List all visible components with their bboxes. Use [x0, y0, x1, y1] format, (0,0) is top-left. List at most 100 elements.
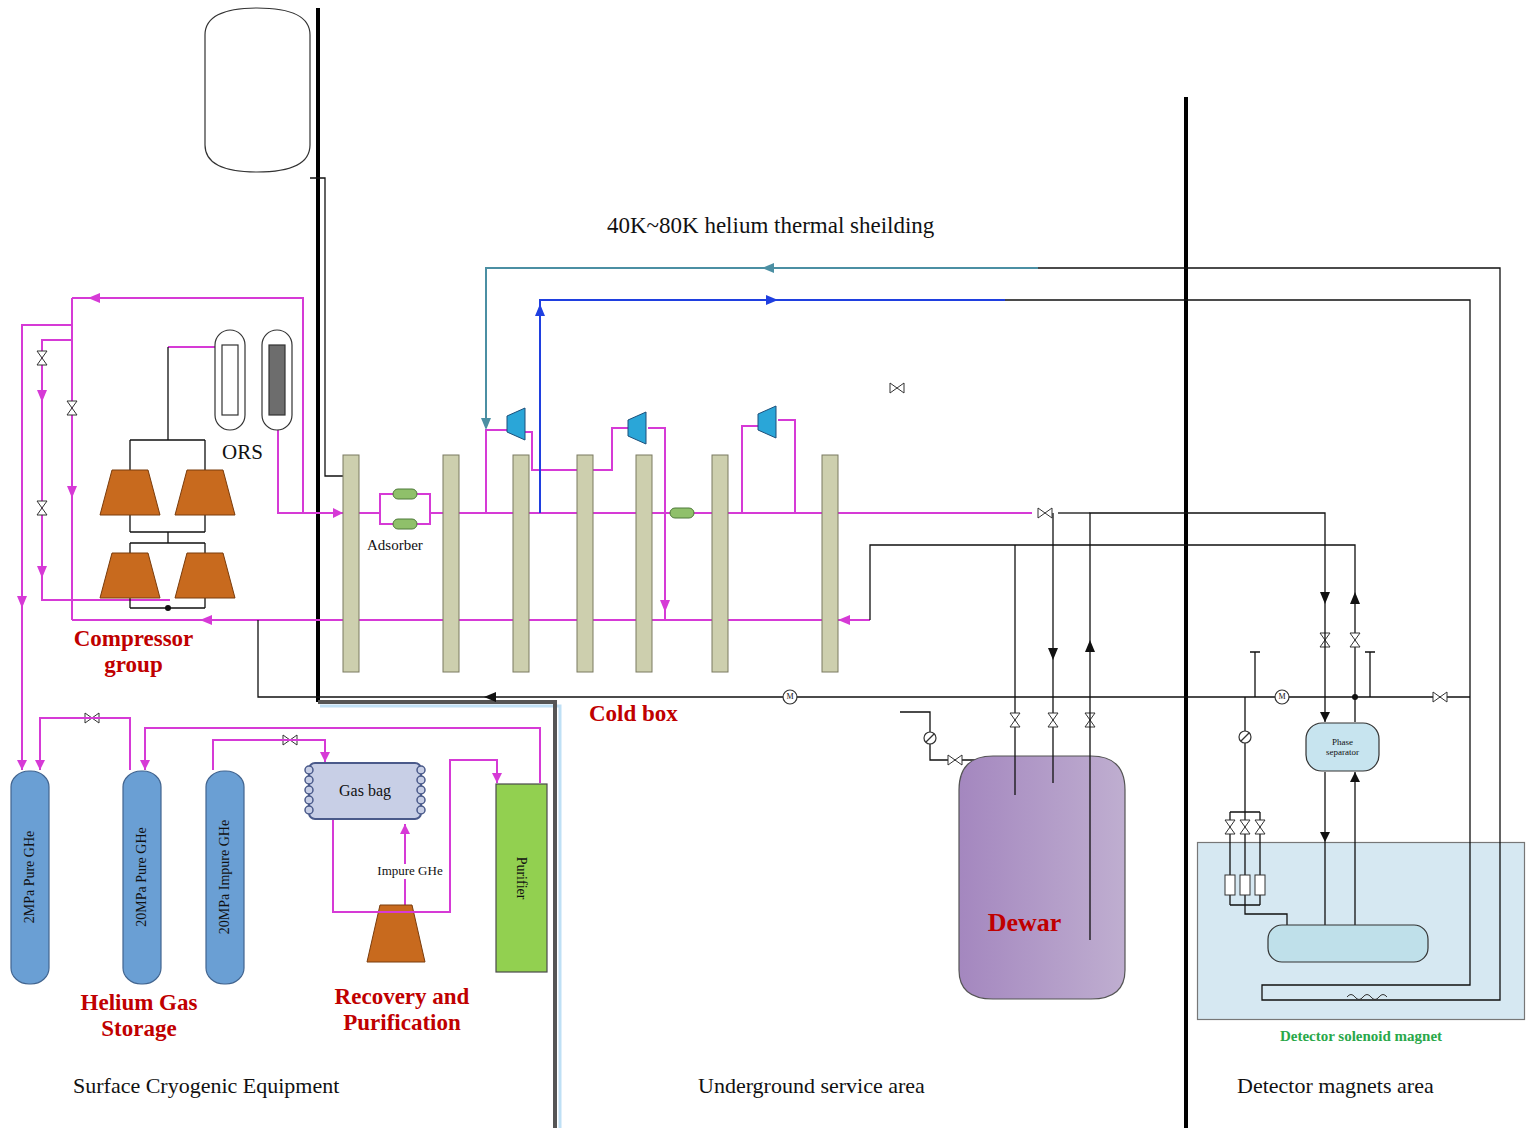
storage-tank — [205, 8, 310, 172]
shield-line — [486, 268, 1038, 513]
compressor — [100, 553, 160, 598]
meter-symbol — [1275, 690, 1289, 704]
ors-vessel — [262, 330, 292, 430]
ors-vessel — [215, 330, 245, 430]
magnet-outline — [1268, 925, 1428, 962]
black-pipe — [1038, 268, 1500, 842]
adsorber-vessel — [393, 489, 417, 499]
magnet-outline — [1347, 995, 1387, 1000]
node-text: Gas bag — [339, 782, 391, 800]
bag-outline — [305, 786, 313, 794]
pink-flow-arrow — [37, 566, 47, 578]
compressor — [367, 905, 425, 962]
turbine-expander — [507, 408, 525, 440]
black-flow-arrow — [484, 692, 496, 702]
storage-tank — [310, 178, 343, 476]
pink-flow-arrow — [660, 600, 670, 612]
meter-symbol — [1241, 733, 1249, 741]
pink-pipe — [486, 430, 507, 513]
valve-symbol — [1225, 820, 1235, 834]
valve-symbol — [37, 501, 47, 515]
magnet-node: Detector solenoid magnet — [1197, 842, 1525, 1020]
meter-symbol — [924, 732, 936, 744]
node-text: Phase separator — [1317, 737, 1369, 758]
heat-exchanger — [443, 455, 459, 672]
bag-outline — [417, 776, 425, 784]
area-label: Adsorber — [366, 537, 424, 554]
pink-pipe — [22, 325, 72, 770]
heat-exchanger — [712, 455, 728, 672]
black-pipe — [1058, 512, 1090, 513]
ors-vessel — [222, 345, 238, 415]
ors-vessel — [215, 330, 292, 430]
tank-node: 20MPa Pure GHe — [122, 770, 162, 985]
adsorber-vessel — [393, 489, 694, 529]
bag-outline — [417, 786, 425, 794]
area-label: Compressor group — [50, 626, 217, 679]
sep-node: Phase separator — [1305, 722, 1380, 772]
turbine-expander — [758, 406, 776, 438]
magnet-outline — [1197, 842, 1525, 1020]
node-text: 2MPa Pure GHe — [22, 831, 38, 924]
node-text: 20MPa Impure GHe — [217, 820, 233, 934]
adsorber-vessel — [393, 519, 417, 529]
pink-pipe — [72, 619, 870, 621]
pink-flow-arrow — [17, 596, 27, 608]
bag-outline — [417, 806, 425, 814]
magnet-outline — [1225, 875, 1235, 895]
sep-outline — [1306, 723, 1379, 771]
pink-pipe — [778, 420, 795, 513]
tank-node: 2MPa Pure GHe — [10, 770, 50, 985]
compressor — [100, 470, 160, 515]
area-label: Surface Cryogenic Equipment — [72, 1073, 340, 1098]
shield-arrow — [535, 304, 545, 316]
shield-arrow — [481, 263, 778, 430]
pink-flow-arrow — [838, 615, 850, 625]
area-label: 40K~80K helium thermal sheilding — [606, 213, 935, 239]
pipe-connector — [1354, 772, 1355, 842]
node-text: 20MPa Pure GHe — [134, 828, 150, 928]
bag-node: Gas bag — [305, 762, 425, 820]
area-label: Underground service area — [697, 1073, 926, 1098]
valve-symbol — [37, 351, 1447, 834]
heat-exchanger — [343, 455, 838, 672]
area-label: Detector magnets area — [1236, 1073, 1435, 1098]
turbine-expander — [507, 406, 776, 444]
compressor — [100, 470, 425, 962]
shield-arrow — [766, 295, 778, 305]
tank-node: 20MPa Impure GHe — [205, 770, 245, 985]
node-text: Detector solenoid magnet — [1197, 1028, 1525, 1045]
area-label: Impure GHe — [376, 864, 444, 879]
heat-exchanger — [343, 455, 359, 672]
magnet-outline — [1255, 875, 1265, 895]
black-pipe — [258, 620, 1470, 697]
meter-symbol — [783, 690, 797, 704]
heat-exchanger — [577, 455, 593, 672]
black-flow-arrow — [1048, 648, 1058, 660]
pink-flow-arrow — [88, 293, 100, 303]
area-label: Cold box — [588, 701, 679, 727]
black-flow-arrow — [165, 605, 171, 611]
black-flow-arrow — [1352, 694, 1358, 700]
tank-outline — [123, 771, 161, 984]
compressor — [175, 470, 235, 515]
valve-symbol — [1433, 692, 1447, 702]
dewar-outline — [958, 755, 1126, 1000]
valve-symbol — [1010, 713, 1020, 727]
magnet-outline — [1240, 875, 1250, 895]
area-divider — [318, 8, 1186, 1128]
area-divider — [316, 8, 320, 702]
bag-outline — [305, 766, 313, 774]
bag-outline — [417, 796, 425, 804]
heat-exchanger — [822, 455, 838, 672]
magnet-outline — [1198, 843, 1525, 1020]
adsorber-vessel — [670, 508, 694, 518]
black-pipe — [1250, 652, 1375, 697]
turbine-expander — [628, 412, 646, 444]
pink-pipe — [278, 430, 343, 513]
meter-symbol — [1239, 731, 1251, 743]
shield-arrow — [481, 418, 491, 430]
node-text: Dewar — [988, 908, 1062, 938]
valve-symbol — [1350, 633, 1360, 647]
